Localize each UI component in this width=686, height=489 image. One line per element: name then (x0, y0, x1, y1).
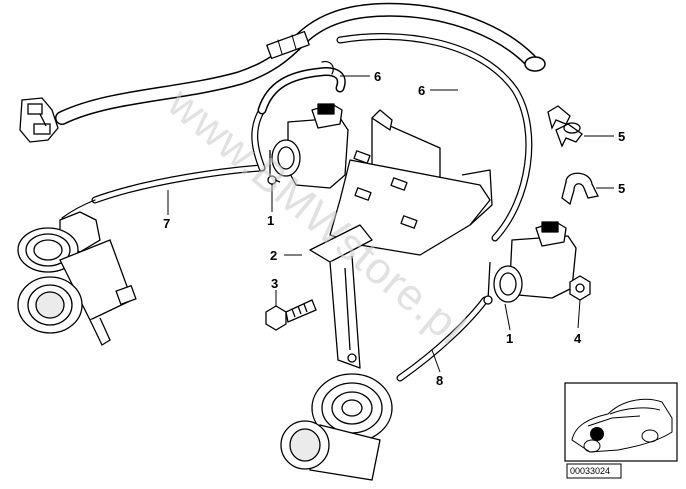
pressure-converter-lower (483, 221, 577, 305)
callout-1-upper: 1 (267, 213, 274, 228)
hex-nut (569, 275, 591, 301)
vacuum-hose-6-left (61, 106, 266, 219)
mounting-bracket (309, 109, 493, 369)
reference-code: 00033024 (570, 466, 610, 476)
vacuum-hose-6-lower (396, 296, 489, 382)
vacuum-hose-5-upper (257, 61, 346, 115)
callout-8: 5 (618, 129, 625, 144)
callout-6-lower: 8 (436, 373, 443, 388)
bracket-studs (353, 150, 418, 229)
hose-clamp-8 (547, 105, 583, 148)
callout-5-long: 6 (418, 83, 425, 98)
vehicle-location-inset: 00033024 (564, 382, 678, 479)
leader-lines (167, 75, 614, 373)
callout-4: 4 (574, 331, 582, 346)
callout-1-lower: 1 (506, 331, 513, 346)
left-hose-connector (19, 97, 59, 143)
main-vacuum-hose (55, 2, 546, 125)
location-marker-icon (590, 427, 604, 441)
callout-7: 5 (618, 181, 625, 196)
car-outline-icon (571, 398, 673, 453)
hose-clamp-7 (561, 172, 599, 206)
egr-valve-lower (280, 373, 393, 481)
callout-5-upper: 6 (374, 69, 381, 84)
pressure-converter-upper (267, 103, 349, 189)
callout-labels: 6 6 7 1 2 3 4 1 8 5 5 (163, 69, 625, 388)
callout-2: 2 (270, 248, 277, 263)
vacuum-hose-5-long (336, 33, 533, 242)
egr-valve-left (17, 211, 137, 346)
hex-bolt (265, 299, 317, 331)
callout-3: 3 (271, 276, 278, 291)
callout-6-left: 7 (163, 216, 170, 231)
